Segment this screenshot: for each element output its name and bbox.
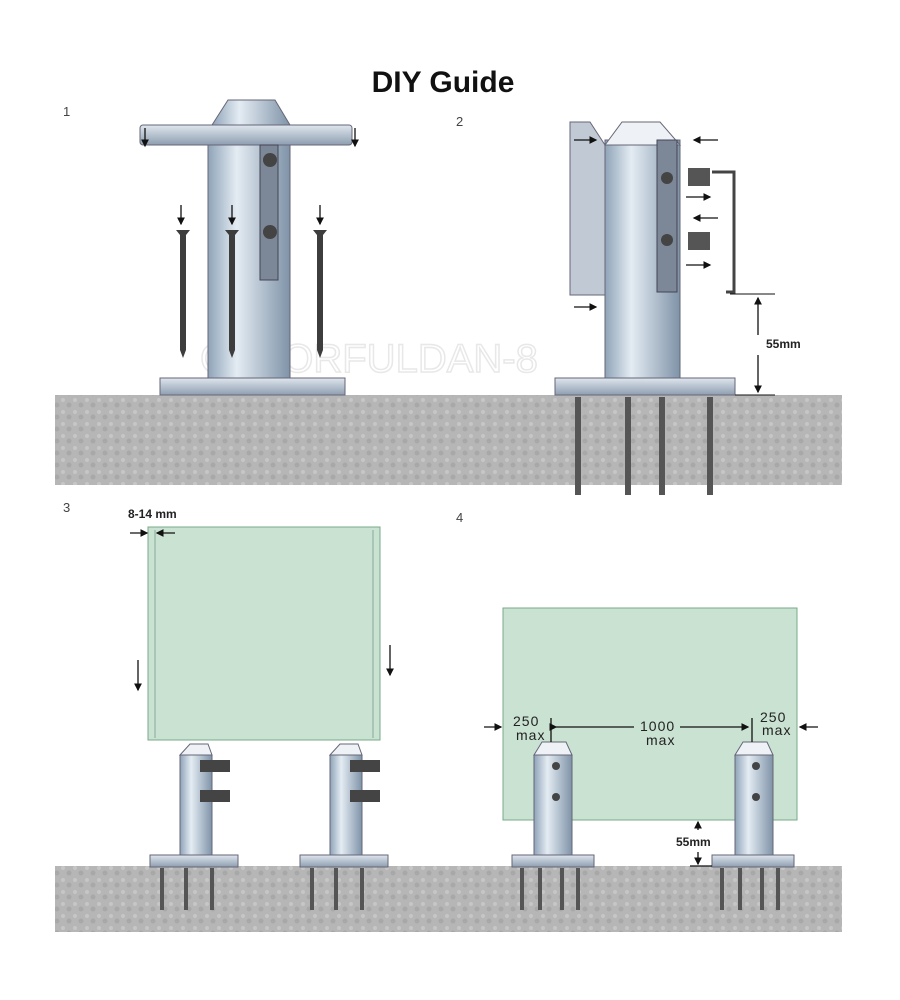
bolt-icon: [263, 153, 277, 167]
anchors: [575, 397, 713, 495]
top-flange: [139, 124, 353, 146]
screws: [176, 230, 327, 358]
bolt-icon: [263, 225, 277, 239]
set-screw-icon: [688, 232, 710, 250]
height-label: 55mm: [676, 835, 711, 849]
screw-icon: [176, 230, 190, 358]
ground-top: [55, 395, 842, 485]
allen-key-icon: [712, 170, 736, 294]
step-3: 3 8-14 mm: [63, 500, 394, 910]
clamp-left: [569, 121, 606, 296]
step-2: 2 55mm: [456, 114, 801, 495]
set-screw-icon: [688, 168, 710, 186]
glass-panel: [147, 526, 381, 741]
page-title: DIY Guide: [372, 66, 515, 99]
edge-right-sub: max: [762, 722, 791, 738]
step-1: 1: [63, 99, 359, 396]
post: [299, 743, 389, 910]
edge-left-value: 250: [513, 713, 539, 729]
step-4-number: 4: [456, 510, 463, 525]
step-1-number: 1: [63, 104, 70, 119]
post: [711, 741, 795, 910]
step-4: 4 250 max 1000 max 250 max 55mm: [456, 510, 818, 910]
base-plate: [554, 377, 736, 396]
screw-icon: [225, 230, 239, 358]
base-plate: [159, 377, 346, 396]
post: [511, 741, 595, 910]
arrows: [141, 128, 359, 226]
height-label: 55mm: [766, 337, 801, 351]
spacing-sub: max: [646, 732, 675, 748]
step-2-number: 2: [456, 114, 463, 129]
screw-icon: [313, 230, 327, 358]
gap-label: 8-14 mm: [128, 507, 177, 521]
glass-slot: [259, 144, 279, 281]
post-cap: [211, 99, 291, 126]
edge-right-value: 250: [760, 709, 786, 725]
step-3-number: 3: [63, 500, 70, 515]
post-cap: [604, 121, 682, 146]
spacing-value: 1000: [640, 718, 675, 734]
glass-slot: [656, 139, 678, 293]
post: [149, 743, 239, 910]
edge-left-sub: max: [516, 727, 545, 743]
